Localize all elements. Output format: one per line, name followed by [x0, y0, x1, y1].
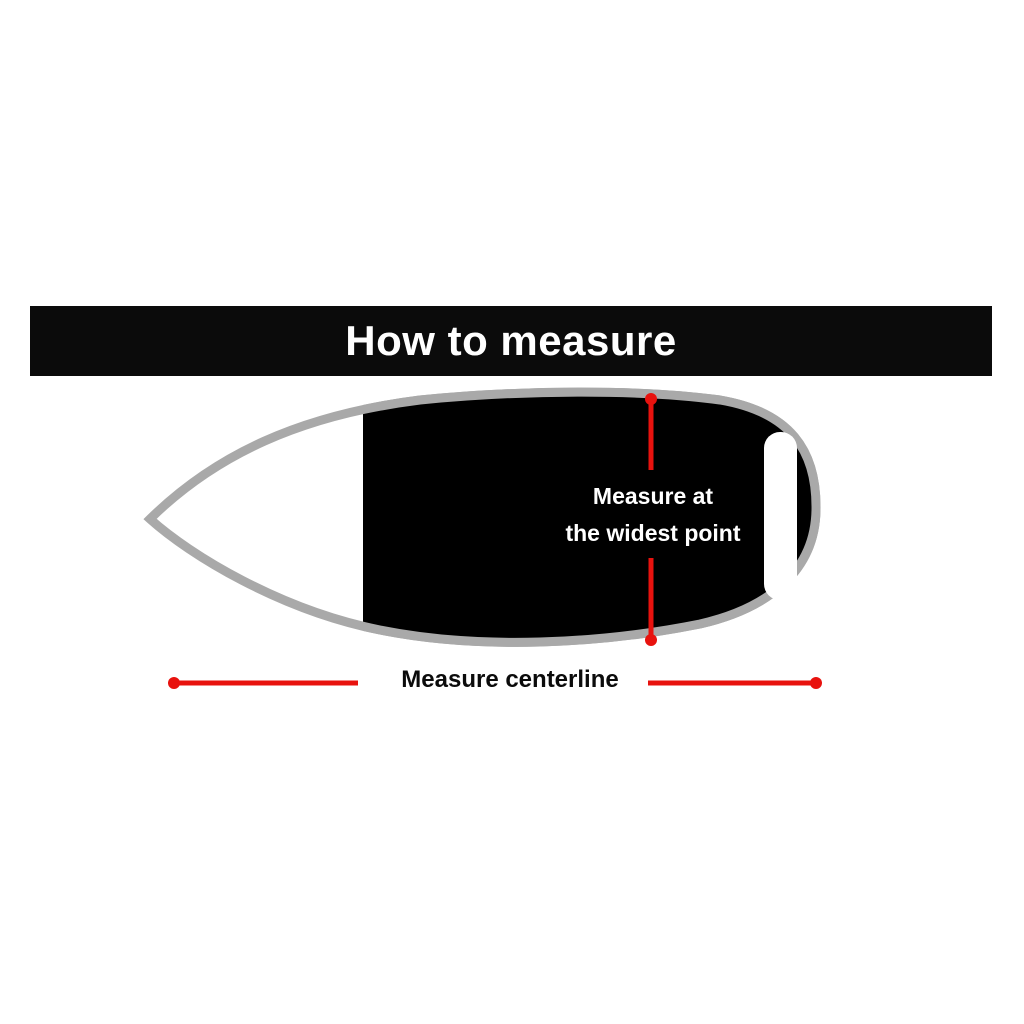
handle-slot	[764, 432, 797, 600]
page-title: How to measure	[345, 317, 677, 364]
widest-measure-dot-top	[645, 393, 657, 405]
centerline-measure-dot-right	[810, 677, 822, 689]
centerline-label: Measure centerline	[401, 666, 619, 693]
title-banner: How to measure	[30, 306, 992, 376]
widest-point-label-line2: the widest point	[565, 520, 741, 546]
widest-point-label: Measure at the widest point	[538, 478, 768, 552]
board-body	[363, 387, 821, 647]
widest-point-label-line1: Measure at	[592, 483, 714, 509]
widest-measure-dot-bottom	[645, 634, 657, 646]
centerline-measure-dot-left	[168, 677, 180, 689]
